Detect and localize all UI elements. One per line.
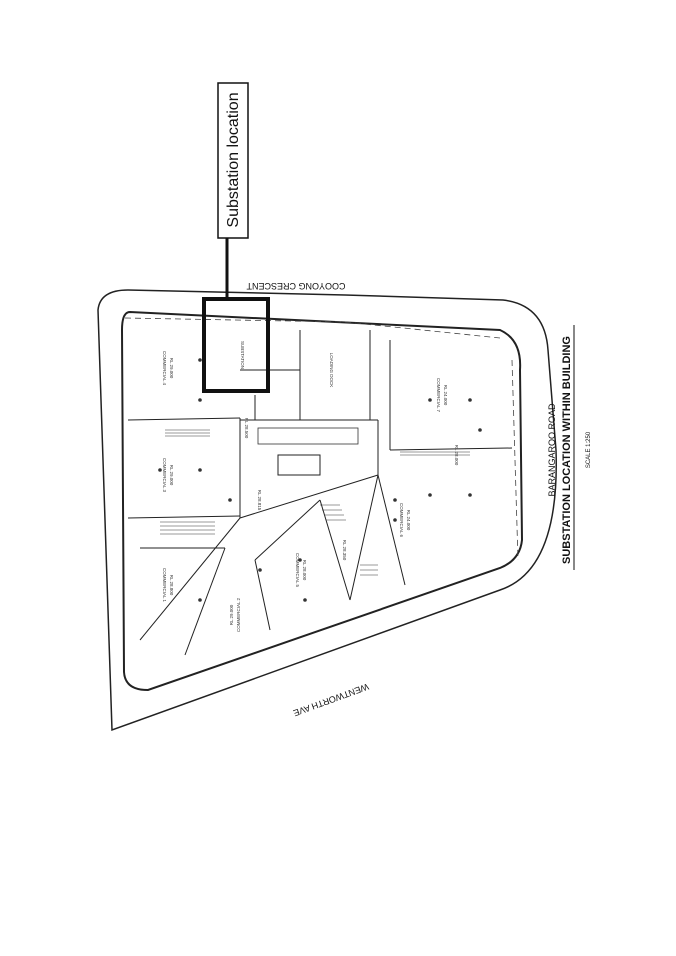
building-outline (120, 310, 524, 692)
atrium-void (277, 454, 321, 476)
room-commercial-1: COMMERCIAL 1 (162, 568, 167, 603)
room-commercial-5-level: RL 28.000 (302, 560, 307, 581)
setback-line (124, 317, 501, 339)
room-commercial-3: COMMERCIAL 3 (162, 458, 167, 493)
room-commercial-5: COMMERCIAL 5 (295, 553, 300, 588)
stair-hatching (160, 429, 470, 576)
room-commercial-2: COMMERCIAL 2 (236, 597, 241, 632)
room-commercial-6: COMMERCIAL 6 (399, 503, 404, 538)
room-substation: SUBSTATION (240, 341, 245, 369)
level-marker: RL 28.350 (342, 540, 347, 561)
room-commercial-4: COMMERCIAL 4 (162, 351, 167, 386)
room-commercial-2-level: RL 29.000 (229, 604, 234, 625)
street-north: COOYONG CRESCENT (246, 281, 346, 291)
callout-label: Substation location (225, 92, 242, 227)
drawing-title: SUBSTATION LOCATION WITHIN BUILDING (561, 336, 573, 564)
structural-columns (158, 358, 482, 602)
room-commercial-1-level: RL 28.800 (169, 575, 174, 596)
street-south: WENTWORTH AVE (292, 681, 370, 718)
level-marker: RL 28.500 (244, 418, 249, 439)
setback-line (511, 359, 519, 561)
room-commercial-4-level: RL 29.000 (169, 358, 174, 379)
room-commercial-6-level: RL 24.000 (406, 510, 411, 531)
lift-core (257, 427, 359, 445)
interior-walls (127, 330, 513, 656)
drawing-scale: SCALE 1:250 (586, 431, 592, 468)
site-boundary (97, 289, 557, 732)
room-commercial-3-level: RL 29.000 (169, 465, 174, 486)
level-marker: RL 28.815 (257, 490, 262, 511)
room-commercial-7-level: RL 24.000 (443, 385, 448, 406)
room-commercial-7: COMMERCIAL 7 (436, 378, 441, 413)
room-loading-dock: LOADING DOCK (329, 353, 334, 388)
substation-highlight-box (202, 297, 270, 393)
street-east: BARANGAROO ROAD (547, 403, 557, 497)
callout-box (217, 82, 249, 239)
level-marker: RL 28.000 (454, 445, 459, 466)
